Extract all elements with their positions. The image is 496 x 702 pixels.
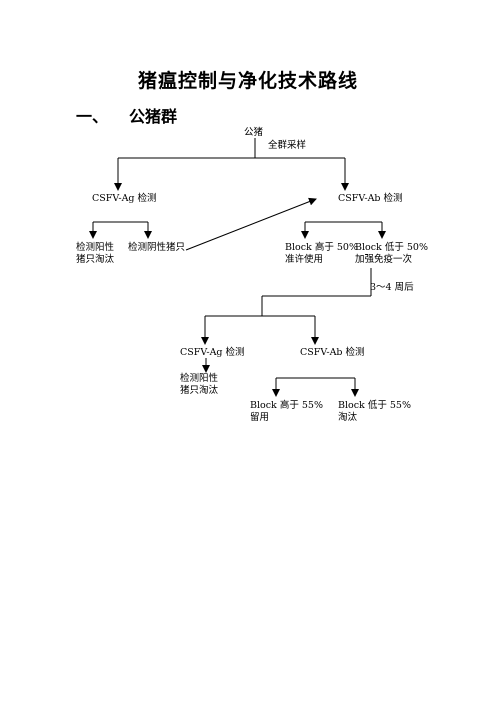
node-ab-test-1: CSFV-Ab 检测 bbox=[338, 193, 403, 204]
node-ag-positive-2: 检测阳性 猪只淘汰 bbox=[180, 373, 219, 396]
node-root: 公猪 bbox=[244, 127, 264, 138]
node-sampling: 全群采样 bbox=[268, 140, 307, 151]
arrow-negative-to-ab-test bbox=[185, 197, 317, 251]
node-ab-test-2: CSFV-Ab 检测 bbox=[300, 347, 365, 358]
section-number: 一、 bbox=[76, 107, 109, 126]
node-ag-test-1: CSFV-Ag 检测 bbox=[92, 193, 157, 204]
node-ag-positive-1: 检测阳性 猪只淘汰 bbox=[76, 242, 115, 265]
section-title: 公猪群 bbox=[129, 107, 178, 126]
document-title: 猪瘟控制与净化技术路线 bbox=[137, 70, 358, 92]
node-block-low-50: Block 低于 50% 加强免疫一次 bbox=[355, 242, 428, 265]
node-block-high-55: Block 高于 55% 留用 bbox=[250, 400, 323, 423]
node-ag-test-2: CSFV-Ag 检测 bbox=[180, 347, 245, 358]
node-block-low-55: Block 低于 55% 淘汰 bbox=[338, 400, 411, 423]
node-block-high-50: Block 高于 50% 准许使用 bbox=[285, 242, 358, 265]
node-interval: 3～4 周后 bbox=[370, 282, 414, 293]
node-ag-negative-1: 检测阴性猪只 bbox=[128, 242, 186, 253]
